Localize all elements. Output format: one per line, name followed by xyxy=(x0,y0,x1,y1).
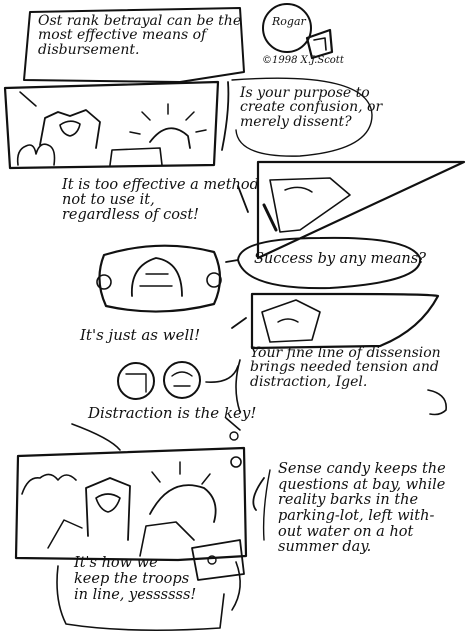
bubble-tail-5 xyxy=(231,317,247,329)
caption-8: Sense candy keeps the questions at bay, … xyxy=(278,461,446,556)
logo-name: Rogar xyxy=(272,15,306,28)
logo-seal xyxy=(262,3,334,60)
logo-credit: ©1998 X.J.Scott xyxy=(262,55,344,66)
panel-1 xyxy=(3,80,220,170)
bubble-outline-8 xyxy=(262,469,271,541)
caption-3: It is too effective a method not to use … xyxy=(62,177,259,223)
bubble-tail-6 xyxy=(205,365,239,383)
bubble-tail-2 xyxy=(221,81,230,151)
caption-box-1 xyxy=(23,7,245,83)
caption-9: It's how we keep the troops in line, yes… xyxy=(74,555,197,603)
bubble-tail-8 xyxy=(252,477,265,511)
panel-2-triangle xyxy=(256,160,466,260)
bubble-outline-4 xyxy=(237,236,422,290)
caption-5: It's just as well! xyxy=(80,326,201,344)
panel-4-leaf xyxy=(250,292,440,350)
panel-5-circles xyxy=(117,361,201,400)
bubble-brace-6 xyxy=(235,359,447,416)
caption-1: Ost rank betrayal can be the most effect… xyxy=(38,13,242,58)
panel-3-oval xyxy=(96,244,222,313)
panel-6 xyxy=(14,446,248,581)
caption-7: Distraction is the key! xyxy=(88,404,257,422)
caption-6: Your fine line of dissension brings need… xyxy=(250,345,441,390)
bubble-outline-2 xyxy=(231,77,373,157)
caption-2: Is your purpose to create confusion, or … xyxy=(240,85,383,130)
caption-4: Success by any means? xyxy=(254,251,426,267)
caption-tail-7 xyxy=(71,423,121,451)
bubble-tail-3 xyxy=(237,185,249,213)
bubble-outline-9 xyxy=(56,565,225,632)
